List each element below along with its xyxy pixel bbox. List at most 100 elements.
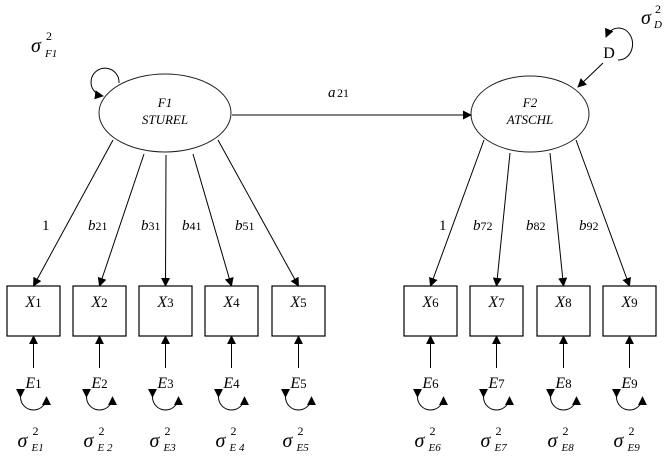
error-label-sub: 5 bbox=[300, 376, 307, 391]
error-variance-loop-arrow bbox=[280, 388, 316, 411]
disturbance-variance-loop-arrow bbox=[605, 27, 634, 61]
sigma-symbol: σ bbox=[481, 430, 492, 452]
error-variance-loop-arrow bbox=[412, 388, 448, 411]
error-label-main: E bbox=[620, 375, 631, 392]
sigma-sub: E1 bbox=[31, 442, 44, 454]
error-label-main: E bbox=[90, 375, 101, 392]
loading-arrow bbox=[97, 153, 145, 287]
indicator-label: X5 bbox=[289, 294, 306, 311]
loading-label: b31 bbox=[141, 218, 161, 234]
indicator-label-main: X bbox=[156, 294, 168, 311]
error-variance-loop-arrow bbox=[611, 388, 647, 411]
f1-variance-label: σ 2 F1 bbox=[31, 29, 57, 60]
sigma-sub: F1 bbox=[44, 48, 57, 60]
error-label-sub: 3 bbox=[167, 376, 174, 391]
sigma-sup: 2 bbox=[46, 29, 52, 43]
error-label-main: E bbox=[222, 375, 233, 392]
loading-arrow bbox=[575, 139, 631, 287]
factor-f2-label: ATSCHL bbox=[506, 112, 553, 127]
indicator-label-sub: 9 bbox=[631, 295, 638, 310]
loading-label-main: b bbox=[473, 218, 481, 234]
indicator-label-main: X bbox=[222, 294, 234, 311]
error-label-sub: 8 bbox=[565, 376, 572, 391]
factor-f1-name: F1 bbox=[157, 95, 172, 110]
indicator-label-sub: 3 bbox=[167, 295, 174, 310]
factor-f2-name: F2 bbox=[522, 95, 538, 110]
sigma-symbol: σ bbox=[548, 430, 559, 452]
error-label-sub: 7 bbox=[498, 376, 505, 391]
indicator-label-sub: 2 bbox=[101, 295, 108, 310]
sigma-sup: 2 bbox=[298, 424, 304, 438]
path-label-main: a bbox=[328, 85, 336, 101]
error-label-main: E bbox=[554, 375, 565, 392]
loading-label-main: b bbox=[235, 218, 243, 234]
error-label-sub: 9 bbox=[631, 376, 638, 391]
factor-f1-ellipse bbox=[98, 73, 232, 153]
loading-label-main: b bbox=[141, 218, 149, 234]
indicator-box bbox=[403, 285, 458, 337]
indicator-box bbox=[602, 285, 657, 337]
error-variance-loop-arrow bbox=[478, 388, 514, 411]
factor-f1: F1 STUREL bbox=[98, 73, 232, 153]
loading-arrow bbox=[492, 152, 511, 287]
indicator-label-sub: 6 bbox=[432, 295, 439, 310]
loading-label-main: b bbox=[182, 218, 190, 234]
loading-label-main: b bbox=[88, 218, 96, 234]
sigma-sup: 2 bbox=[629, 424, 635, 438]
loading-label: 1 bbox=[42, 218, 50, 234]
sigma-symbol: σ bbox=[216, 430, 227, 452]
factor-f2: F2 ATSCHL bbox=[470, 75, 590, 153]
loading-label-main: b bbox=[526, 218, 534, 234]
disturbance-arrow bbox=[577, 62, 604, 88]
sigma-sub: E 4 bbox=[229, 442, 245, 454]
sigma-sub: E3 bbox=[163, 442, 177, 454]
indicator-box bbox=[469, 285, 524, 337]
sigma-sup: 2 bbox=[99, 424, 105, 438]
sigma-sub: E8 bbox=[561, 442, 575, 454]
error-variance-loop-arrow bbox=[15, 388, 51, 411]
loading-label: b92 bbox=[579, 218, 599, 234]
error-label-sub: 2 bbox=[101, 376, 108, 391]
error-variance-loop-arrow bbox=[81, 388, 117, 411]
indicator-box bbox=[6, 285, 61, 337]
error-label: E2 bbox=[90, 375, 107, 392]
loading-label-sub: 82 bbox=[534, 219, 546, 233]
indicator-box bbox=[72, 285, 127, 337]
indicator-label: X6 bbox=[421, 294, 439, 311]
indicator-label-sub: 8 bbox=[565, 295, 572, 310]
sigma-sub: D bbox=[653, 19, 662, 31]
indicator-label-main: X bbox=[554, 294, 566, 311]
loading-arrow bbox=[549, 152, 568, 287]
indicator-label-main: X bbox=[487, 294, 499, 311]
indicator-label-main: X bbox=[90, 294, 102, 311]
loading-label: 1 bbox=[439, 218, 447, 234]
error-label-main: E bbox=[487, 375, 498, 392]
sigma-sup: 2 bbox=[496, 424, 502, 438]
indicator-label-sub: 5 bbox=[300, 295, 307, 310]
loading-label: b21 bbox=[88, 218, 108, 234]
indicator-label: X9 bbox=[620, 294, 637, 311]
error-label: E1 bbox=[24, 375, 41, 392]
sigma-sup: 2 bbox=[563, 424, 569, 438]
sigma-symbol: σ bbox=[150, 430, 161, 452]
indicator-label: X7 bbox=[487, 294, 505, 311]
loading-label-main: 1 bbox=[42, 218, 50, 234]
sigma-sub: E9 bbox=[627, 442, 641, 454]
loading-arrow bbox=[161, 154, 171, 287]
loading-arrow bbox=[33, 139, 114, 287]
indicator-label: X8 bbox=[554, 294, 571, 311]
disturbance-label: D bbox=[603, 45, 615, 62]
f1-variance-loop-arrow bbox=[90, 67, 120, 100]
indicator-label-main: X bbox=[24, 294, 36, 311]
